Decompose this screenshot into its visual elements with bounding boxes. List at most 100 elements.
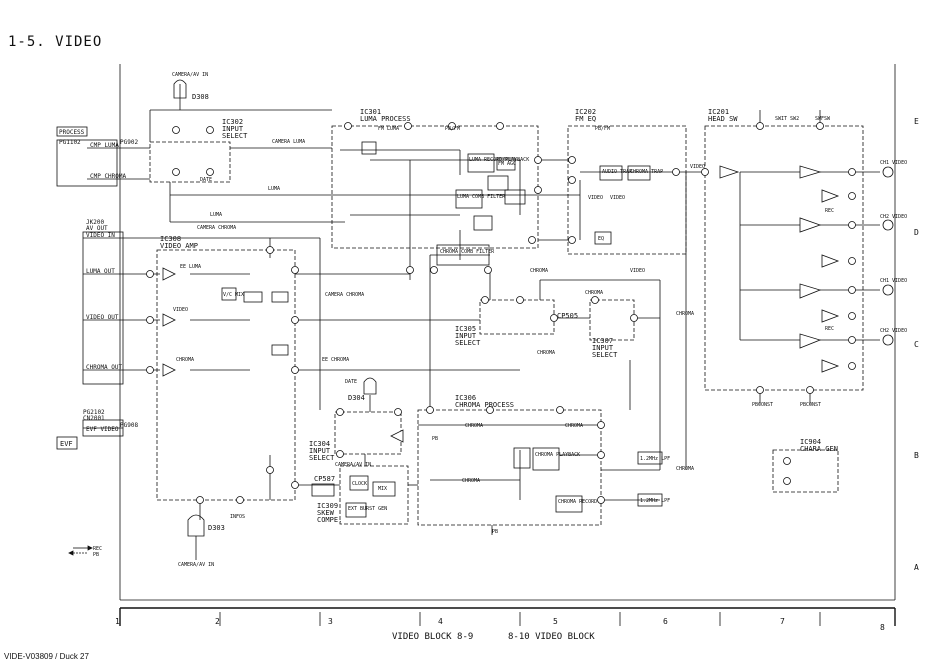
signal-label: VIDEO — [173, 307, 188, 313]
ic306-label: IC306 — [455, 394, 476, 402]
eq-box — [594, 231, 612, 245]
jk200-label: JK200 — [86, 219, 104, 226]
connectors — [56, 126, 124, 450]
fm-box-2 — [513, 447, 531, 469]
amp — [799, 165, 822, 179]
av-pin: VIDEO OUT — [86, 314, 119, 321]
row-label: D — [914, 228, 919, 237]
ext-burst-box — [345, 502, 367, 518]
chroma-comb-box — [436, 244, 490, 266]
ic302-label: IC302 — [222, 118, 243, 126]
process-pins-box — [56, 139, 118, 187]
ic309-label: COMPE. — [317, 516, 342, 524]
signal-label: DATE — [345, 379, 357, 385]
fm-box — [473, 215, 493, 231]
av-pin: LUMA OUT — [86, 268, 115, 275]
signal-label: CAMERA CHROMA — [325, 292, 364, 298]
ic306-label: CHROMA PROCESS — [455, 401, 514, 409]
process-pin: CMP LUMA — [90, 142, 119, 149]
chroma-playback-box — [532, 447, 560, 471]
chroma-trap-box-1 — [487, 175, 509, 191]
ic308-label: IC308 — [160, 235, 181, 243]
amp — [821, 189, 840, 203]
signal-labels: CAMERA/AV IN CAMERA LUMA CAMERA CHROMA L… — [172, 72, 834, 568]
gate-d303 — [187, 514, 205, 537]
signal-label: PB/FM — [445, 126, 460, 132]
ic304-label: IC304 — [309, 440, 330, 448]
signal-label: 1.2MHz LPF — [640, 498, 670, 504]
signal-label: LUMA — [210, 212, 222, 218]
signal-label: PBCONST — [800, 402, 821, 408]
block-ic201 — [704, 125, 864, 391]
page-title: 1-5. VIDEO — [8, 34, 103, 50]
amp — [390, 429, 404, 443]
gate-d304 — [363, 377, 377, 395]
column-label: 5 — [553, 617, 558, 626]
block-ic309 — [339, 465, 409, 525]
amp — [719, 165, 740, 179]
signal-label: CHROMA — [465, 423, 483, 429]
signal-label: FM AGC — [498, 161, 516, 167]
ic301-label: IC301 — [360, 108, 381, 116]
connector-labels: PROCESS PG1102 PG902 CMP LUMA CMP CHROMA… — [59, 129, 138, 448]
luma-record-box — [467, 153, 495, 173]
process-box — [56, 126, 88, 137]
ic305-label: SELECT — [455, 339, 481, 347]
chroma-record-box — [555, 495, 583, 513]
gate-label: D303 — [208, 524, 225, 532]
lpf-box-1 — [637, 451, 663, 465]
audio-trap-box — [599, 165, 623, 181]
signal-label: CLOCK — [352, 481, 367, 487]
column-label: 6 — [663, 617, 668, 626]
signal-label: PB — [492, 529, 498, 535]
gate-label: D304 — [348, 394, 365, 402]
signal-label: CHROMA TRAP — [630, 169, 663, 175]
amp — [821, 309, 840, 323]
signal-label: VIDEO — [690, 164, 705, 170]
head-label: CH2 VIDEO — [880, 214, 907, 220]
nodes — [146, 122, 856, 504]
cp587-box — [311, 483, 335, 497]
process-pin: CMP CHROMA — [90, 173, 127, 180]
signal-label: VIDEO — [588, 195, 603, 201]
signal-label: CHROMA — [537, 350, 555, 356]
signal-label: CHROMA — [462, 478, 480, 484]
legend: REC PB — [68, 545, 102, 558]
signal-label: EXT BURST GEN — [348, 506, 387, 512]
ic904-label: CHARA GEN — [800, 445, 838, 453]
signal-label: FM LUMA — [378, 126, 399, 132]
block-ic306 — [417, 409, 602, 526]
signal-label: EE CHROMA — [322, 357, 349, 363]
head-label: CH2 VIDEO — [880, 328, 907, 334]
signal-label: REC — [825, 326, 834, 332]
block-titles: IC302 INPUT SELECT IC301 LUMA PROCESS IC… — [160, 108, 838, 524]
pg1102-label: PG1102 — [59, 139, 81, 146]
ic307-label: IC307 — [592, 337, 613, 345]
ic305-label: IC305 — [455, 325, 476, 333]
ic904-label: IC904 — [800, 438, 821, 446]
ic309-label: IC309 — [317, 502, 338, 510]
small-box — [271, 291, 289, 303]
signal-label: LUMA — [268, 186, 280, 192]
signal-label: REC — [825, 208, 834, 214]
av-pin: CHROMA OUT — [86, 364, 123, 371]
signal-label: CHROMA RECORD — [558, 499, 597, 505]
amp — [821, 254, 840, 268]
column-labels: 1 2 3 4 5 6 7 8 — [115, 617, 885, 632]
pg908-label: PG908 — [120, 422, 138, 429]
legend-pb: PB — [93, 552, 99, 558]
head-outputs — [882, 166, 894, 346]
block-ic302 — [149, 141, 231, 183]
gate-labels: D308 D304 D303 CP587 CP505 — [192, 93, 578, 532]
block-ic304 — [334, 411, 402, 455]
signal-label: CAMERA/AV IN — [172, 72, 208, 78]
signal-label: PB/FM — [595, 126, 610, 132]
gate-label: D308 — [192, 93, 209, 101]
column-label: 8 — [880, 623, 885, 632]
signal-label: EQ — [598, 236, 604, 242]
signal-label: CAMERA/AV IN — [178, 562, 214, 568]
ic201-label: IC201 — [708, 108, 729, 116]
signal-label: VIDEO — [610, 195, 625, 201]
